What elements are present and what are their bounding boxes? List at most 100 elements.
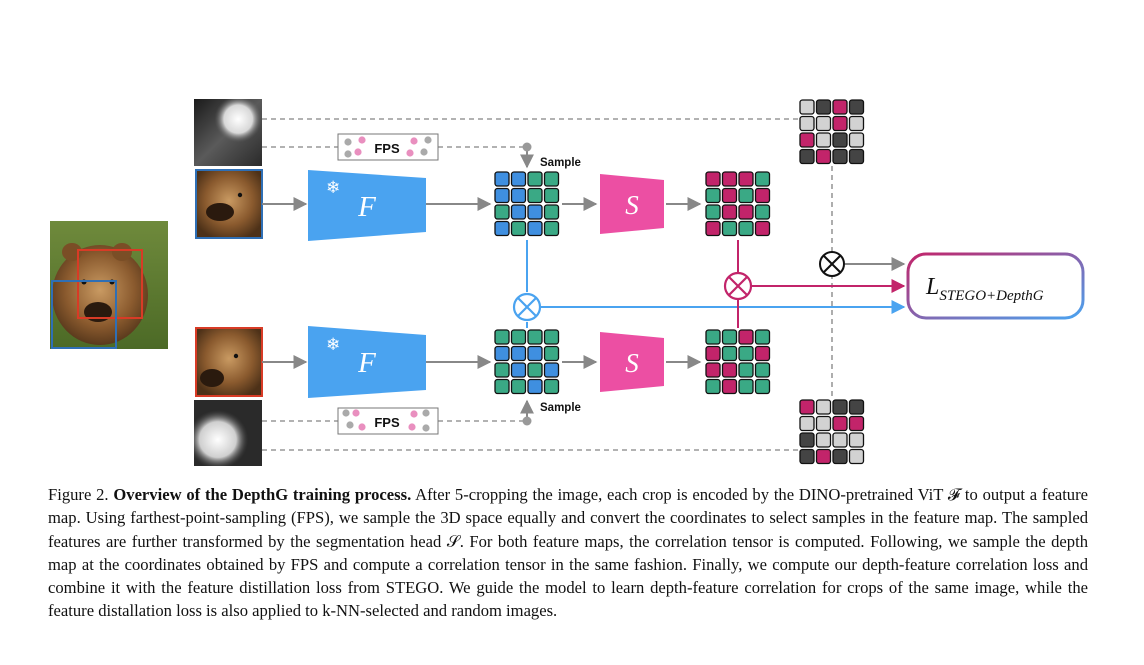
grid-cell [494,171,510,187]
grid-cell [799,99,815,115]
grid-cell [527,345,543,362]
crop-box-red [77,249,143,319]
grid-cell [527,187,543,204]
grid-cell [815,99,832,115]
grid-cell [510,220,527,237]
grid-cell [815,399,832,415]
grid-cell [527,204,543,220]
grid-cell [705,378,721,395]
grid-cell [543,187,560,204]
caption-title: Overview of the DepthG training process. [113,485,412,504]
depthg-diagram: FPS Sample ❄ F S ❄ F S [50,99,1085,466]
sample-dot-bottom [522,416,532,426]
grid-cell [754,171,771,187]
grid-cell [754,345,771,362]
depth-sample-grid-top [799,99,865,165]
grid-cell [494,204,510,220]
snowflake-icon: ❄ [326,335,340,354]
grid-cell [494,220,510,237]
grid-cell [848,148,865,165]
grid-cell [543,204,560,220]
grid-cell [799,415,815,432]
grid-cell [799,148,815,165]
grid-cell [738,220,754,237]
figure-label: Figure 2. [48,485,109,504]
grid-cell [754,329,771,345]
grid-cell [754,187,771,204]
grid-cell [848,99,865,115]
svg-text:F: F [357,347,376,379]
grid-cell [543,171,560,187]
grid-cell [705,329,721,345]
grid-cell [848,115,865,132]
grid-cell [848,399,865,415]
bottom-depth-map [194,400,262,466]
grid-cell [543,362,560,378]
grid-cell [815,415,832,432]
grid-cell [848,432,865,448]
grid-cell [543,220,560,237]
grid-cell [721,362,738,378]
grid-cell [799,432,815,448]
grid-cell [738,187,754,204]
grid-cell [494,329,510,345]
grid-cell [543,345,560,362]
caption-body: After 5-cropping the image, each crop is… [48,485,1088,621]
grid-cell [738,329,754,345]
fps-label-top: FPS [374,141,400,156]
grid-cell [510,345,527,362]
grid-cell [832,115,848,132]
grid-cell [543,378,560,395]
grid-cell [848,415,865,432]
grid-cell [799,399,815,415]
grid-cell [738,171,754,187]
grid-cell [754,362,771,378]
depth-correlation-op [819,251,845,277]
grid-cell [815,132,832,148]
figure-caption: Figure 2. Overview of the DepthG trainin… [48,483,1088,623]
bottom-crop-image [195,327,263,397]
grid-cell [848,448,865,465]
grid-cell [721,187,738,204]
grid-cell [510,329,527,345]
fps-label-bottom: FPS [374,415,400,430]
segmentation-head-bottom: S [600,332,664,392]
grid-cell [494,345,510,362]
fps-box-bottom: FPS [337,407,439,435]
loss-subscript: STEGO+DepthG [939,288,1043,304]
grid-cell [738,362,754,378]
grid-cell [510,378,527,395]
grid-cell [494,378,510,395]
grid-cell [815,148,832,165]
grid-cell [494,362,510,378]
grid-cell [832,399,848,415]
grid-cell [705,171,721,187]
grid-cell [738,378,754,395]
sample-label-bottom: Sample [540,402,581,414]
grid-cell [832,99,848,115]
grid-cell [510,187,527,204]
grid-cell [705,187,721,204]
grid-cell [527,220,543,237]
grid-cell [527,378,543,395]
grid-cell [705,220,721,237]
feature-map-top [494,171,560,237]
grid-cell [510,362,527,378]
sample-dot-top [522,142,532,152]
segmentation-correlation-op [723,271,753,301]
grid-cell [494,187,510,204]
grid-cell [705,345,721,362]
loss-symbol: L [925,274,939,300]
grid-cell [799,115,815,132]
grid-cell [721,329,738,345]
grid-cell [754,378,771,395]
snowflake-icon: ❄ [326,178,340,197]
grid-cell [799,448,815,465]
grid-cell [510,171,527,187]
depth-sample-grid-bottom [799,399,865,465]
grid-cell [527,171,543,187]
grid-cell [832,448,848,465]
grid-cell [815,432,832,448]
segmentation-map-top [705,171,771,237]
segmentation-head-top: S [600,174,664,234]
